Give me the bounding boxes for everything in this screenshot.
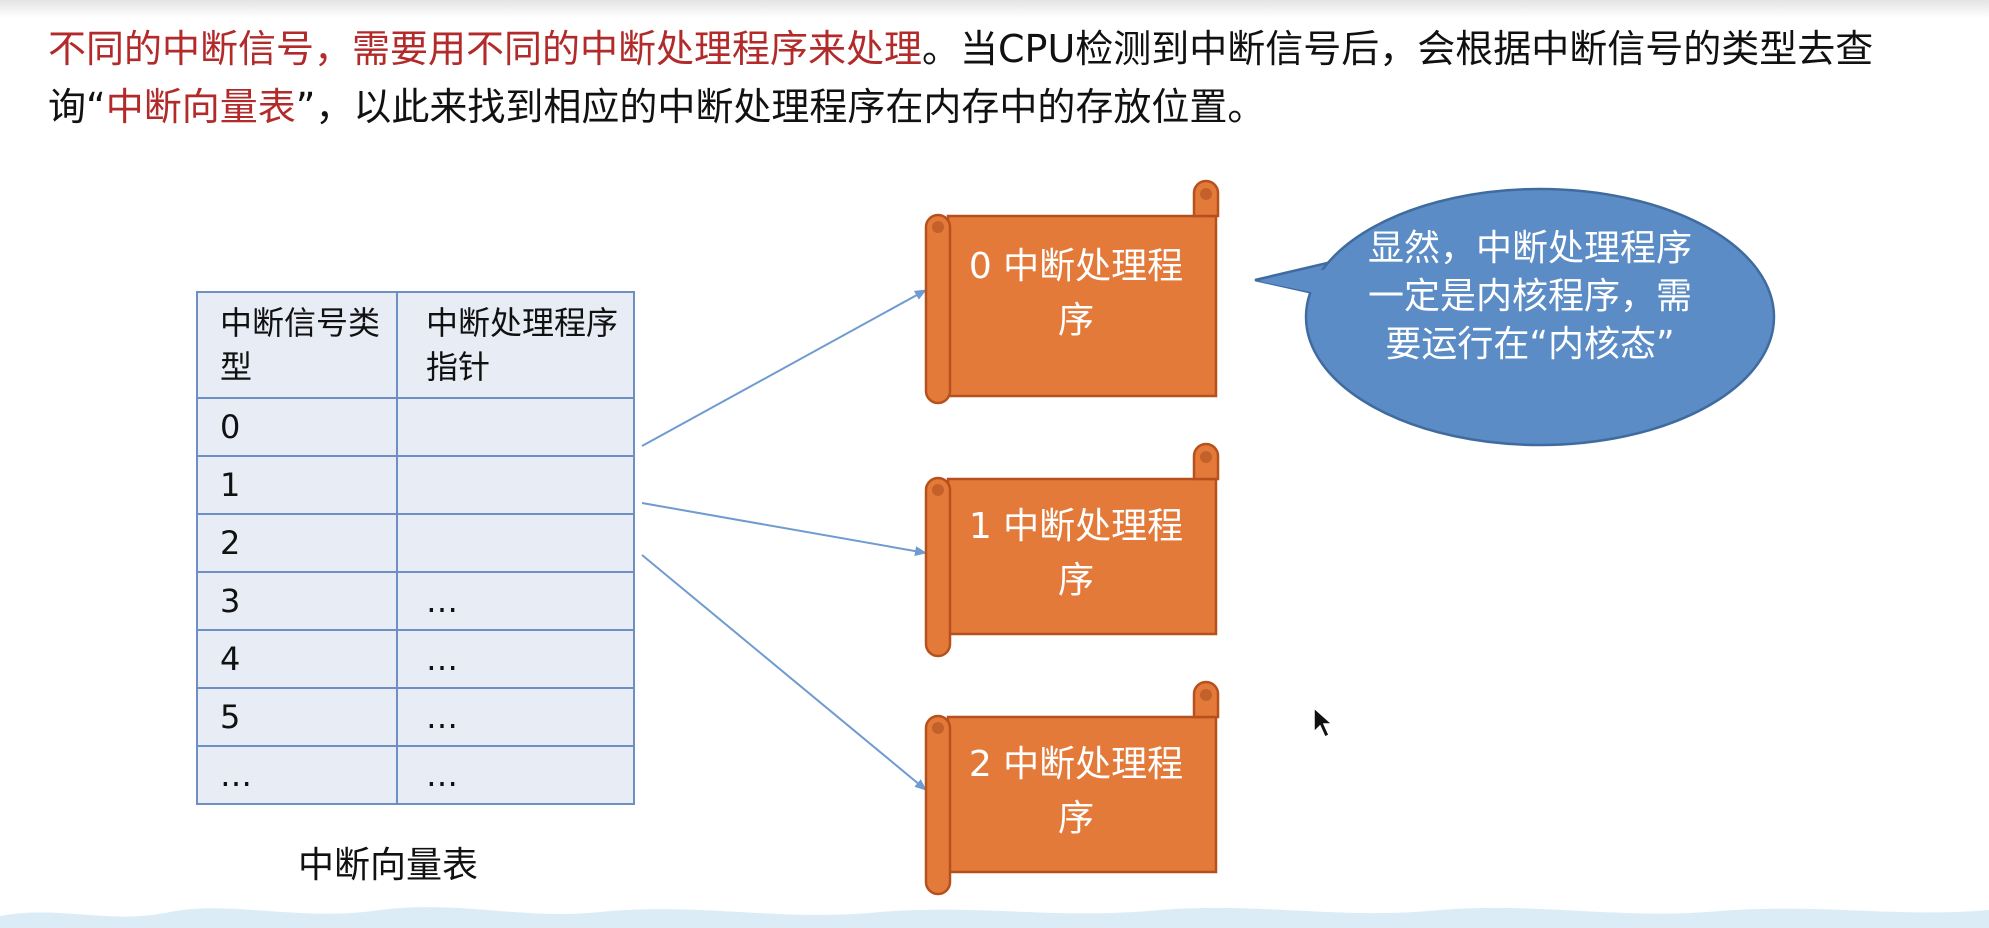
- header-handler-pointer: 中断处理程序指针: [396, 291, 635, 399]
- cell-type: …: [196, 745, 398, 805]
- bottom-wave-decoration: [0, 907, 1989, 928]
- table-row: … …: [196, 745, 635, 805]
- table-row: 4 …: [196, 629, 635, 689]
- handler-0-label: 0 中断处理程序: [968, 246, 1184, 341]
- table-caption: 中断向量表: [298, 845, 479, 886]
- cell-pointer: [396, 455, 635, 515]
- arrow-row2-to-handler2: [641, 554, 927, 791]
- cell-pointer: …: [396, 629, 635, 689]
- table-row: 1: [196, 455, 635, 515]
- arrow-row1-to-handler1: [641, 502, 927, 557]
- table-row: 3 …: [196, 571, 635, 631]
- table-row: 2: [196, 513, 635, 573]
- cell-type: 0: [196, 397, 398, 457]
- handler-scroll-0: [924, 179, 1220, 405]
- cell-type: 5: [196, 687, 398, 747]
- cell-pointer: [396, 397, 635, 457]
- intro-paragraph: 不同的中断信号，需要用不同的中断处理程序来处理。当CPU检测到中断信号后，会根据…: [48, 20, 1948, 136]
- table-row: 5 …: [196, 687, 635, 747]
- intro-text-2: ”，以此来找到相应的中断处理程序在内存中的存放位置。: [295, 85, 1266, 129]
- top-bar: [0, 0, 1989, 18]
- callout-bubble: [1254, 187, 1776, 447]
- cell-type: 3: [196, 571, 398, 631]
- interrupt-vector-table: 中断信号类型 中断处理程序指针 0 1 2 3 … 4 … 5 … …: [196, 291, 635, 805]
- cell-pointer: …: [396, 687, 635, 747]
- intro-highlight-2: 中断向量表: [105, 85, 296, 129]
- table-row: 0: [196, 397, 635, 457]
- intro-text-1: 。当CPU检测到中断信号后，会根据中断信号的类型去查询“: [48, 27, 1874, 129]
- cell-pointer: …: [396, 745, 635, 805]
- cell-type: 1: [196, 455, 398, 515]
- handler-1-label: 1 中断处理程序: [968, 506, 1184, 601]
- mouse-cursor-icon: [1313, 706, 1334, 739]
- handler-2-label: 2 中断处理程序: [968, 744, 1184, 839]
- cell-type: 4: [196, 629, 398, 689]
- cell-pointer: …: [396, 571, 635, 631]
- arrow-row0-to-handler0: [641, 289, 927, 447]
- table-header-row: 中断信号类型 中断处理程序指针: [196, 291, 635, 399]
- cell-pointer: [396, 513, 635, 573]
- intro-highlight-1: 不同的中断信号，需要用不同的中断处理程序来处理: [48, 27, 923, 71]
- cell-type: 2: [196, 513, 398, 573]
- handler-scroll-1: [924, 442, 1220, 658]
- header-signal-type: 中断信号类型: [196, 291, 398, 399]
- callout-text: 显然，中断处理程序一定是内核程序，需要运行在“内核态”: [1367, 228, 1692, 365]
- handler-scroll-2: [924, 680, 1220, 896]
